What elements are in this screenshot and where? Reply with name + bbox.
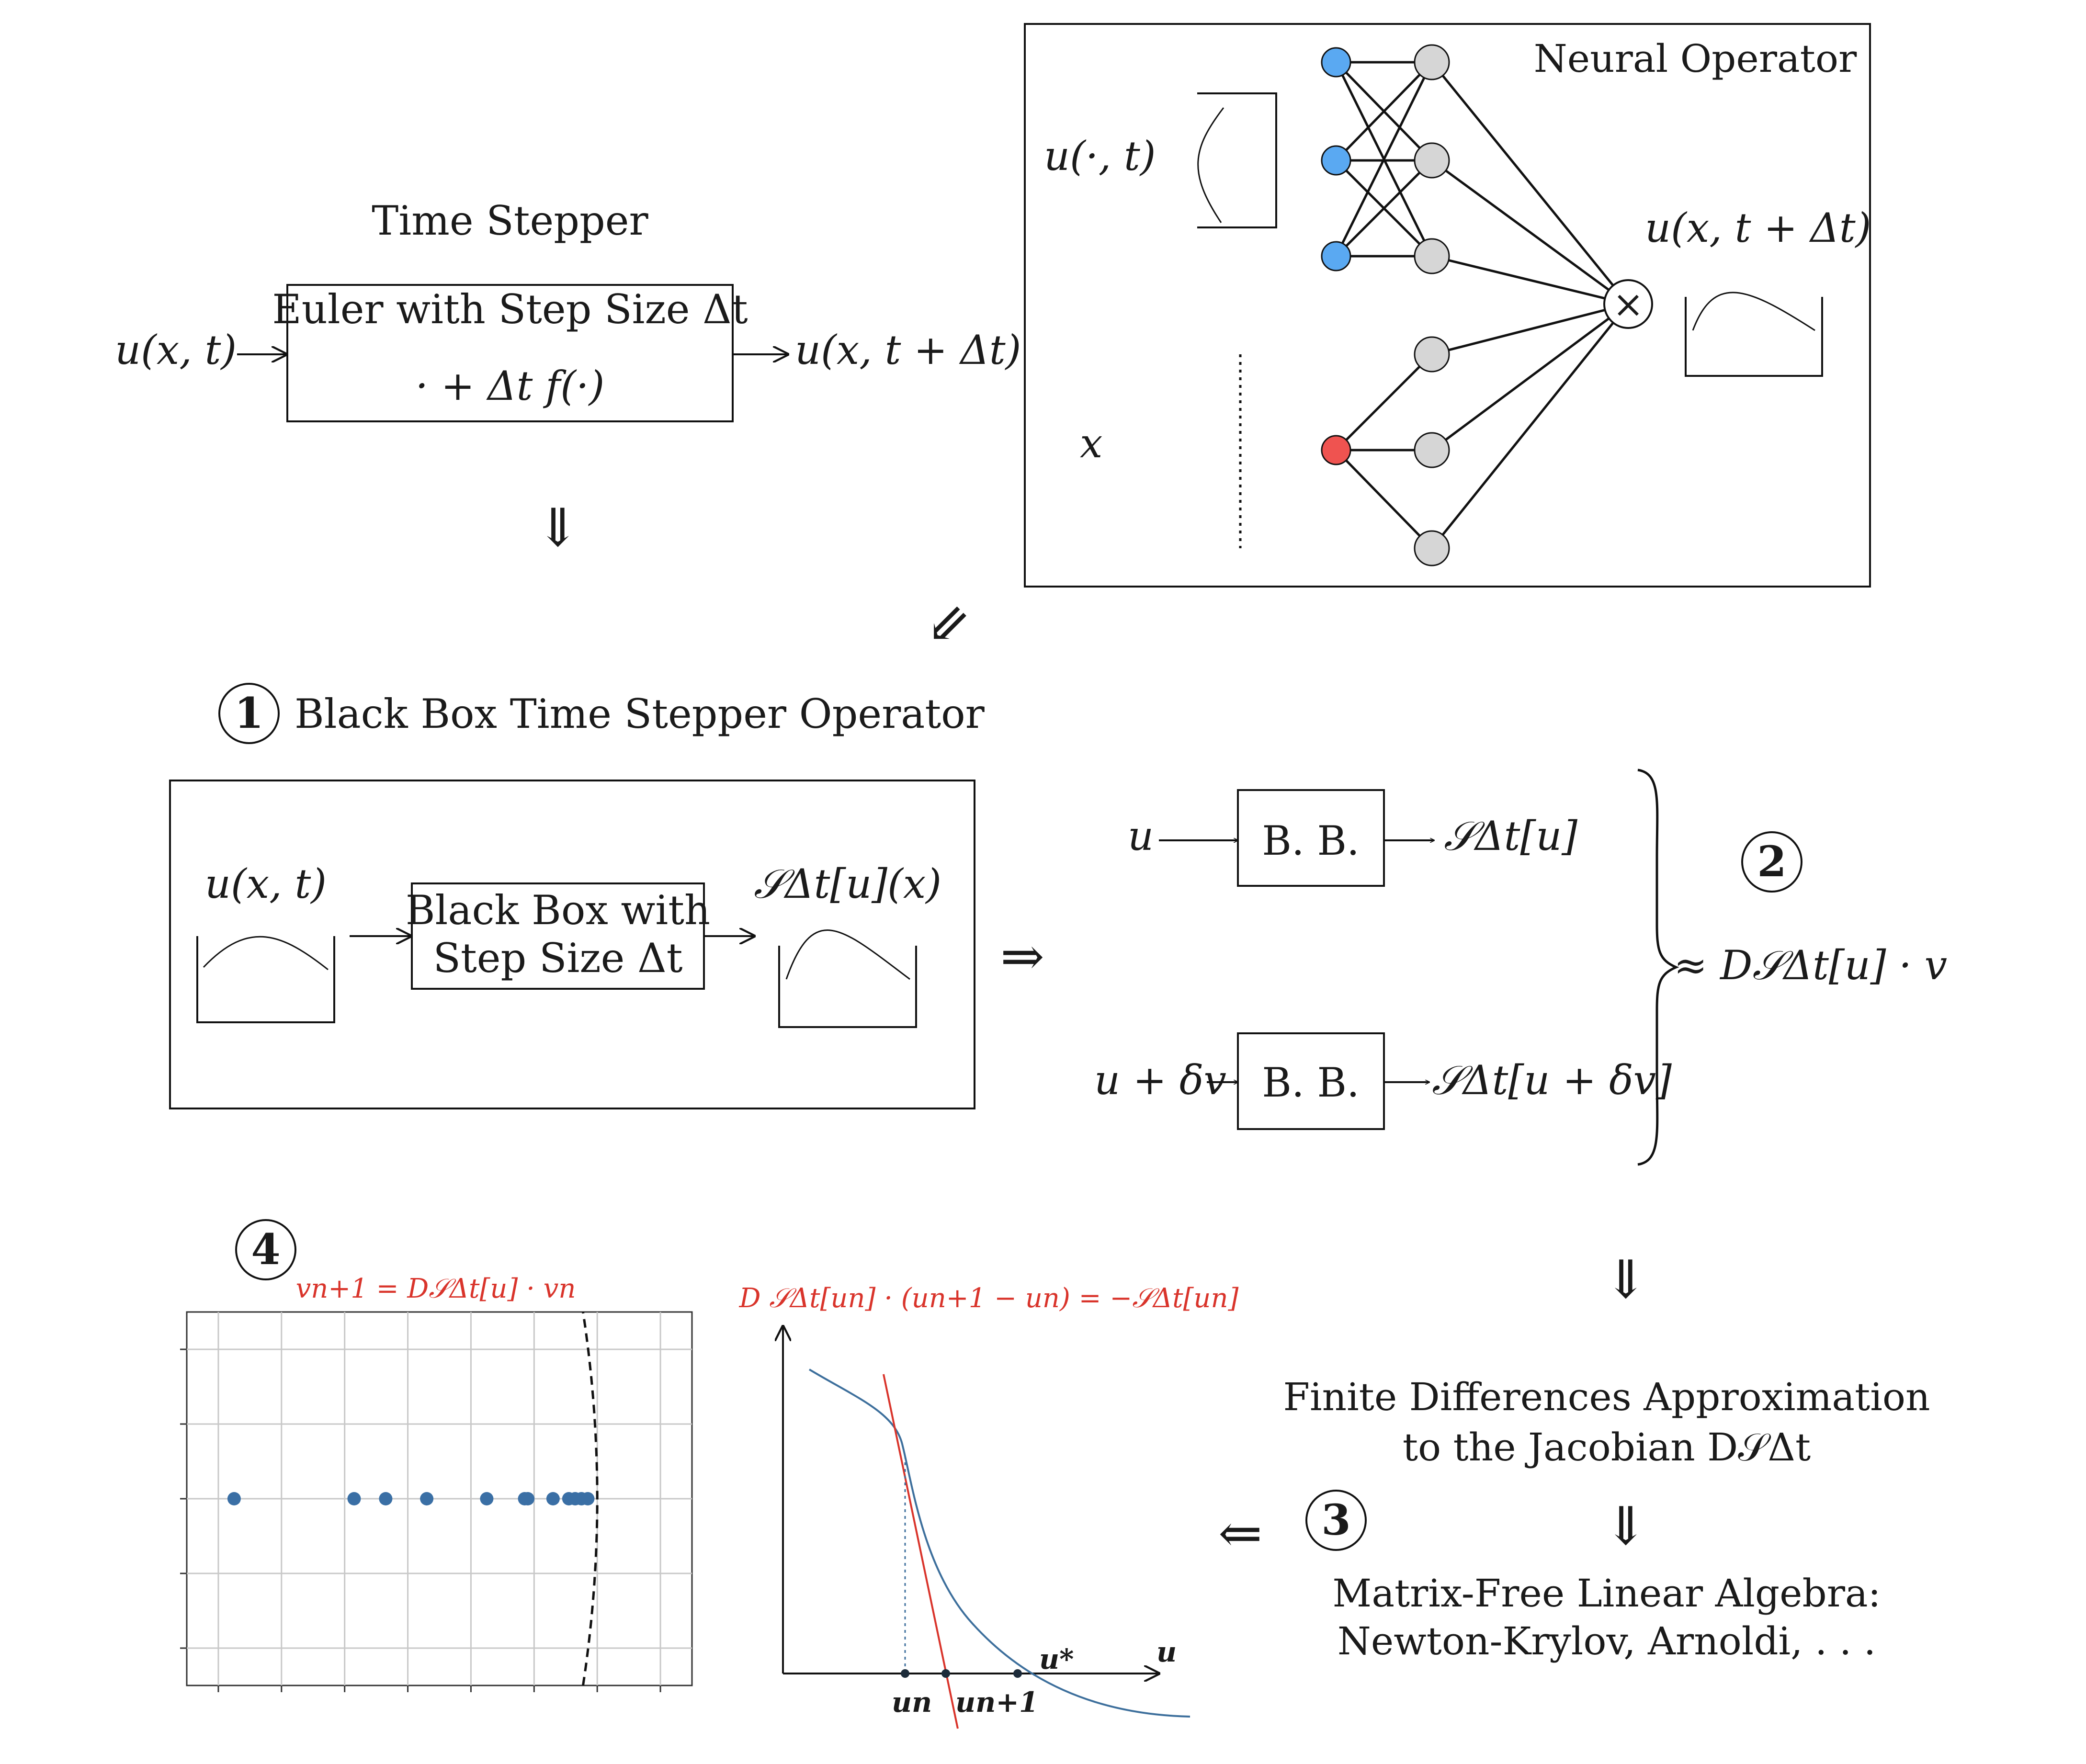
step3-line2: to the Jacobian D𝒮Δt (1403, 1425, 1811, 1470)
time-stepper-box-line2: · + Δt f(·) (416, 362, 605, 409)
step2-bottom-box (1237, 1032, 1385, 1130)
time-stepper-input: u(x, t) (115, 327, 237, 373)
step1-title: Black Box Time Stepper Operator (295, 690, 985, 737)
down-arrow-1: ⇓ (536, 497, 580, 558)
step2-section: u B. B. 𝒮Δt[u] u + δv B. B. 𝒮Δt[u + δv] … (1094, 769, 1947, 1166)
eigenvalue-point (546, 1492, 560, 1505)
step1-number: 1 (234, 688, 263, 738)
step1-output-sketch-frame (778, 946, 917, 1028)
newton-point-un (901, 1669, 909, 1678)
step3-line1: Finite Differences Approximation (1283, 1375, 1930, 1419)
nn-hidden-node (1414, 336, 1450, 373)
time-stepper-output: u(x, t + Δt) (795, 327, 1021, 373)
nn-output-sketch-frame (1685, 297, 1823, 377)
step2-result: ≈ D𝒮Δt[u] · v (1674, 942, 1947, 989)
nn-hidden-node (1414, 432, 1450, 468)
newton-formula: D 𝒮Δt[un] · (un+1 − un) = −𝒮Δt[un] (739, 1283, 1239, 1314)
step4-plot-ticks (180, 1348, 661, 1692)
eigenvalue-point (227, 1492, 241, 1505)
eigenvalue-point (347, 1492, 361, 1505)
step1-section: 1 Black Box Time Stepper Operator u(x, t… (169, 683, 985, 1109)
step3-line4: Newton-Krylov, Arnoldi, . . . (1338, 1619, 1876, 1663)
step4-eigenvalue-points (227, 1492, 595, 1505)
newton-label-un: un (892, 1686, 932, 1719)
step2-top-box (1237, 789, 1385, 887)
step2-bottom-output: 𝒮Δt[u + δv] (1432, 1057, 1672, 1104)
nn-output-label: u(x, t + Δt) (1645, 204, 1871, 251)
implies-arrow-left: ⇐ (1218, 1503, 1262, 1564)
eigenvalue-point (581, 1492, 595, 1505)
step4-number-circle (235, 1219, 296, 1280)
step2-top-box-label: B. B. (1262, 817, 1360, 864)
nn-input-sketch-frame (1197, 92, 1277, 228)
nn-input-sketch-curve (1197, 107, 1224, 223)
down-arrow-3: ⇓ (1604, 1495, 1648, 1557)
step1-number-circle (218, 683, 280, 744)
step4-plot-grid (187, 1312, 692, 1685)
nn-input-function-label: u(·, t) (1044, 133, 1156, 180)
step2-brace (1637, 769, 1679, 1166)
nn-trunk-input-node (1321, 435, 1351, 465)
diag-arrow: ⇙ (926, 593, 970, 654)
step3-line3: Matrix-Free Linear Algebra: (1332, 1571, 1881, 1616)
implies-arrow-right: ⇒ (1000, 926, 1044, 987)
step2-number: 2 (1757, 837, 1786, 886)
newton-label-un1: un+1 (955, 1686, 1038, 1719)
step4-formula: vn+1 = D𝒮Δt[u] · vn (296, 1273, 576, 1304)
eigenvalue-point (521, 1492, 535, 1505)
step4-unit-circle-arc (582, 1312, 599, 1686)
step1-box-line2: Step Size Δt (433, 935, 683, 982)
time-stepper-section: Time Stepper Euler with Step Size Δt · +… (115, 197, 1021, 422)
step1-input-sketch-frame (196, 936, 335, 1023)
newton-point-un1 (941, 1669, 950, 1678)
step1-output-sketch-curve (785, 929, 910, 980)
nn-hidden-node (1414, 530, 1450, 566)
neural-operator-box (1024, 23, 1871, 588)
nn-hidden-node (1414, 238, 1450, 274)
newton-axis-label: u (1156, 1636, 1177, 1668)
nn-branch-input-node (1321, 47, 1351, 78)
eigenvalue-point (379, 1492, 393, 1505)
step2-top-output: 𝒮Δt[u] (1444, 813, 1577, 859)
nn-edges (1335, 61, 1629, 549)
time-stepper-title: Time Stepper (372, 197, 648, 244)
nn-product-symbol: × (1612, 283, 1644, 326)
newton-label-ustar: u* (1039, 1643, 1074, 1675)
step2-bottom-box-label: B. B. (1262, 1059, 1360, 1106)
eigenvalue-point (480, 1492, 494, 1505)
nn-output-sketch-curve (1692, 292, 1815, 331)
nn-hidden-node (1414, 44, 1450, 80)
step1-outer-box (169, 780, 975, 1109)
step3-number-circle (1305, 1490, 1367, 1551)
step1-box-line1: Black Box with (406, 887, 710, 934)
newton-point-ustar (1013, 1669, 1022, 1678)
step3-section: Finite Differences Approximation to the … (1283, 1375, 1930, 1663)
nn-branch-input-node (1321, 145, 1351, 176)
step1-output-label: 𝒮Δt[u](x) (754, 860, 941, 907)
down-arrow-2: ⇓ (1604, 1249, 1648, 1310)
step2-number-circle (1741, 831, 1803, 893)
nn-input-coord-label: x (1080, 420, 1102, 467)
newton-function-curve (808, 1368, 1190, 1718)
step4-section: 4 vn+1 = D𝒮Δt[u] · vn (180, 1219, 693, 1692)
neural-operator-section: Neural Operator u(·, t) x u(x, t + Δt) (1024, 23, 1871, 588)
nn-hidden-node (1414, 142, 1450, 179)
step1-input-sketch-curve (203, 936, 329, 971)
neural-operator-title: Neural Operator (1534, 36, 1857, 81)
eigenvalue-point (420, 1492, 434, 1505)
time-stepper-box-line1: Euler with Step Size Δt (272, 286, 748, 333)
step3-number: 3 (1321, 1495, 1350, 1545)
step2-top-input: u (1128, 813, 1154, 859)
nn-product-node (1603, 279, 1653, 329)
newton-plot-section: D 𝒮Δt[un] · (un+1 − un) = −𝒮Δt[un] u un … (739, 1283, 1239, 1729)
step4-number: 4 (251, 1224, 280, 1274)
nn-branch-input-node (1321, 241, 1351, 271)
step1-black-box (411, 882, 705, 990)
step1-input-label: u(x, t) (205, 860, 327, 907)
step2-bottom-input: u + δv (1094, 1057, 1226, 1104)
